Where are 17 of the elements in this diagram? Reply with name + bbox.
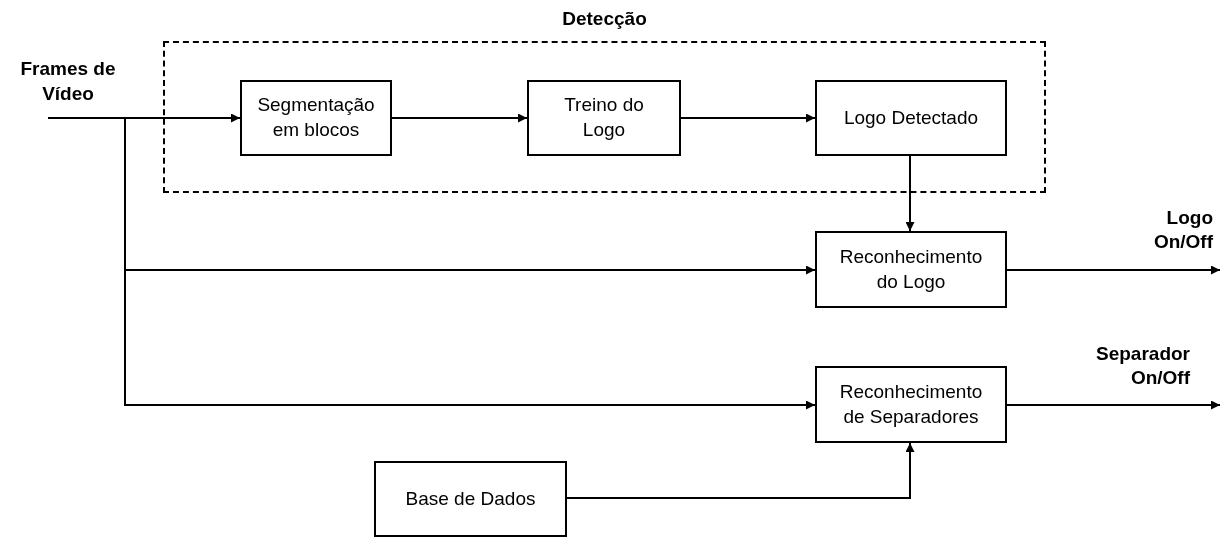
output-label: Logo On/Off [1152, 206, 1213, 254]
process-box: Treino do Logo [527, 80, 681, 156]
output-label: Separador On/Off [1095, 342, 1190, 390]
arrow [1006, 400, 1221, 410]
process-box: Logo Detectado [815, 80, 1007, 156]
process-box: Reconhecimento de Separadores [815, 366, 1007, 443]
arrow [680, 113, 816, 123]
arrow [566, 442, 915, 499]
process-box: Reconhecimento do Logo [815, 231, 1007, 308]
arrow [391, 113, 528, 123]
group-title: Detecção [561, 7, 648, 31]
arrow [1006, 265, 1221, 275]
arrow [905, 155, 915, 232]
arrow [47, 117, 816, 410]
process-box: Base de Dados [374, 461, 567, 537]
process-box: Segmentação em blocos [240, 80, 392, 156]
input-label: Frames de Vídeo [8, 57, 128, 118]
